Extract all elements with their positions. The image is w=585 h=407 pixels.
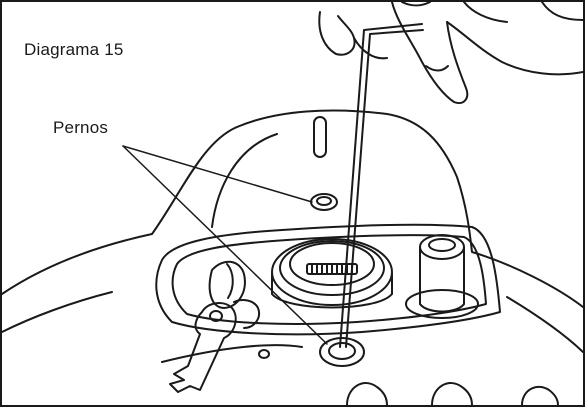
callout-label-bolts: Pernos — [53, 118, 109, 137]
bottom-scallop-1 — [347, 383, 387, 405]
bottom-scallop-2 — [432, 383, 472, 405]
diagram-title: Diagrama 15 — [24, 40, 124, 59]
lower-body-left — [2, 292, 112, 332]
bottom-scallop-3 — [522, 387, 558, 405]
lower-panel-hole — [259, 350, 269, 358]
lower-body-right — [507, 297, 583, 352]
ignition-keys — [170, 300, 259, 392]
tail-cowl-outline — [2, 110, 583, 307]
tray-outer — [156, 225, 500, 335]
tail-cowl-inner-edge — [212, 134, 277, 227]
callout-leaders — [123, 146, 327, 344]
allen-wrench — [340, 24, 423, 347]
tray-inner — [173, 235, 486, 324]
hand — [319, 2, 583, 103]
lower-panel — [162, 345, 302, 362]
filler-cylinder — [406, 235, 478, 318]
cowl-slot — [314, 117, 326, 157]
upper-bolt — [311, 194, 337, 210]
fuel-cap — [272, 239, 392, 308]
key-lock — [210, 262, 245, 308]
lower-bolt — [320, 338, 364, 366]
